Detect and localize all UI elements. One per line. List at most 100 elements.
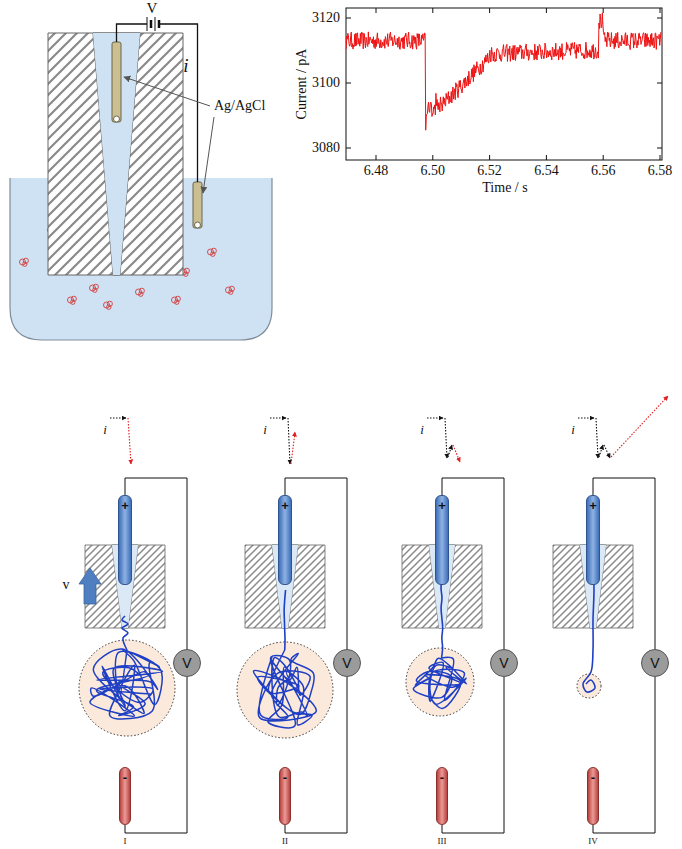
inner-electrode: [112, 42, 121, 122]
battery-label: V: [147, 1, 158, 16]
voltmeter-circle: V: [641, 649, 669, 677]
particle: [136, 288, 145, 296]
polarity-sign: +: [587, 499, 599, 512]
current-sketch: [128, 418, 131, 464]
x-tick: [376, 155, 377, 160]
polarity-sign: -: [280, 771, 290, 784]
battery-symbol: [150, 20, 153, 28]
polarity-sign: -: [120, 771, 130, 784]
voltmeter-circle: V: [490, 649, 518, 677]
current-trace: [346, 13, 661, 130]
positive-electrode: +: [278, 495, 292, 585]
current-sketch: [427, 417, 443, 418]
velocity-label: v: [63, 578, 70, 592]
coil-region: [406, 648, 474, 716]
coil-region: [79, 640, 175, 736]
polarity-sign: -: [588, 771, 598, 784]
particle: [172, 296, 181, 304]
particle: [20, 258, 29, 266]
y-tick-label: 3080: [312, 141, 340, 155]
x-tick-label: 6.54: [534, 164, 559, 178]
panel: [553, 396, 668, 698]
panel-number: I: [124, 837, 127, 846]
negative-electrode: -: [119, 767, 131, 825]
panel-number: II: [282, 837, 288, 846]
leader-line: [124, 77, 210, 106]
pipette-lumen: [93, 33, 140, 275]
y-tick: [657, 148, 662, 149]
x-tick-label: 6.50: [421, 164, 446, 178]
current-sketch: [448, 445, 452, 457]
panel: [79, 418, 175, 736]
current-label: i: [571, 423, 575, 436]
current-sketch: [270, 417, 286, 418]
meter-symbol: V: [182, 656, 191, 670]
circuit-wire: [125, 478, 187, 649]
circuit-wire: [593, 677, 655, 833]
x-tick: [546, 8, 547, 13]
coil-region: [237, 642, 333, 738]
x-tick: [376, 8, 377, 13]
electrode-tip: [195, 222, 201, 228]
current-sketch: [604, 445, 610, 458]
x-tick-label: 6.52: [477, 164, 502, 178]
pipette-hatching: [48, 33, 183, 275]
circuit-wire: [442, 677, 504, 833]
particle: [104, 301, 113, 309]
current-sketch: [110, 417, 126, 418]
particle: [68, 296, 77, 304]
x-tick: [432, 8, 433, 13]
pipette-body: [48, 33, 183, 275]
negative-electrode: -: [436, 767, 448, 825]
particle: [90, 284, 99, 292]
x-tick: [489, 155, 490, 160]
negative-electrode: -: [587, 767, 599, 825]
polymer-strand: [122, 616, 128, 650]
current-label: i: [420, 423, 424, 436]
x-tick: [546, 155, 547, 160]
panel: [237, 418, 333, 738]
circuit-wire: [442, 478, 504, 649]
panel-number: IV: [588, 837, 598, 846]
x-axis-title: Time / s: [482, 181, 527, 195]
x-tick: [660, 155, 661, 160]
y-axis-title: Current / pA: [295, 49, 309, 120]
battery-symbol: [147, 17, 148, 31]
current-sketch: [599, 445, 603, 457]
current-sketch: [445, 418, 447, 458]
current-label: i: [183, 56, 188, 75]
polarity-sign: +: [279, 499, 291, 512]
circuit-wire: [285, 478, 347, 649]
meter-symbol: V: [650, 656, 659, 670]
circuit-wire: [125, 677, 187, 833]
x-tick-label: 6.56: [591, 164, 616, 178]
y-tick-label: 3120: [312, 11, 340, 25]
battery-symbol: [155, 17, 156, 31]
polarity-sign: +: [436, 499, 448, 512]
y-tick: [346, 83, 351, 84]
x-tick: [432, 155, 433, 160]
circuit-wire: [593, 478, 655, 649]
leader-line: [203, 117, 214, 193]
x-tick-label: 6.48: [364, 164, 389, 178]
positive-electrode: +: [586, 495, 600, 585]
polymer-strand: [284, 590, 285, 650]
velocity-arrow: [79, 568, 101, 604]
particle: [208, 248, 217, 256]
current-sketch: [453, 445, 460, 462]
meter-symbol: V: [499, 656, 508, 670]
current-sketch: [596, 418, 598, 458]
positive-electrode: +: [435, 495, 449, 585]
polymer-strand: [441, 578, 443, 658]
y-tick: [346, 18, 351, 19]
electrode-tip: [114, 116, 120, 122]
polymer-coil: [253, 650, 316, 728]
axis-ticks: [346, 8, 662, 160]
current-label: i: [103, 423, 107, 436]
y-tick: [346, 148, 351, 149]
y-tick: [657, 83, 662, 84]
